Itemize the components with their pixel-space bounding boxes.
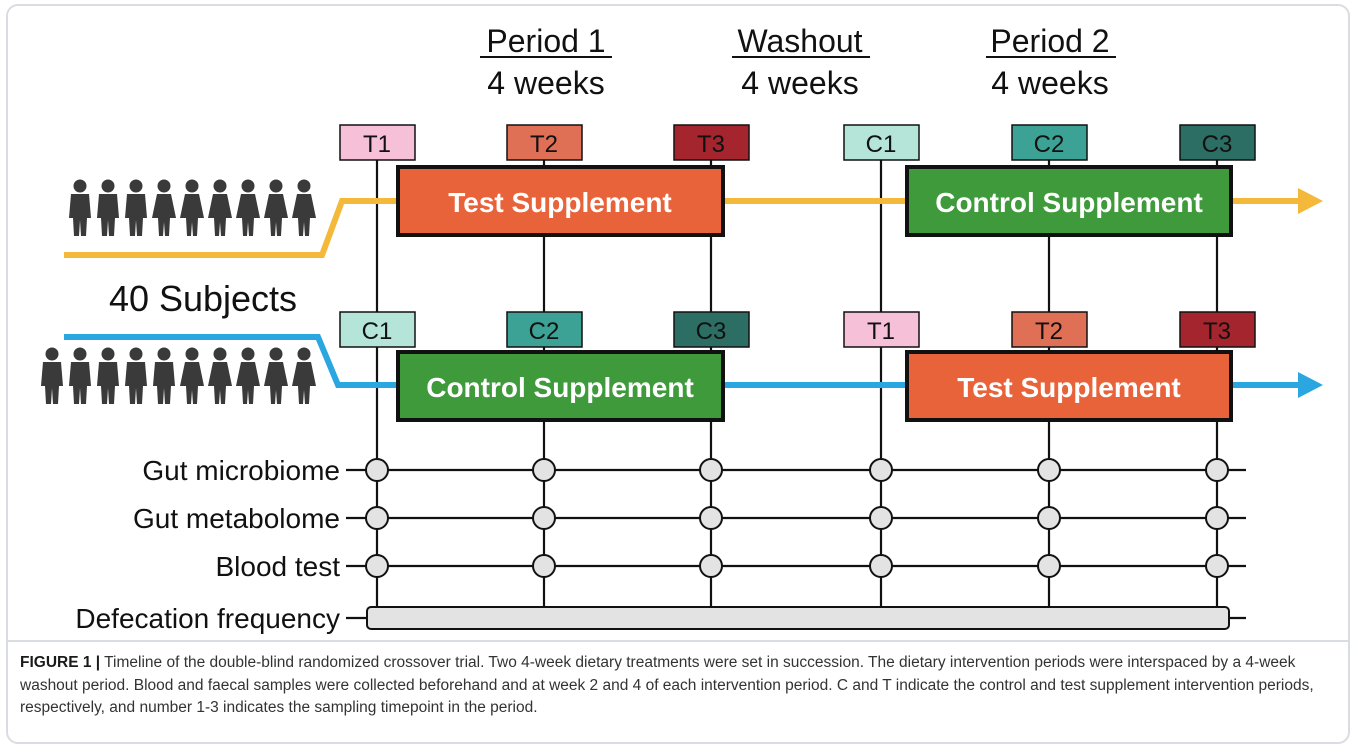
timepoint-label: C3	[696, 318, 727, 345]
measurement-lines	[346, 468, 1246, 620]
timepoint-box	[1011, 124, 1088, 161]
timepoint-label: C2	[1034, 131, 1065, 158]
arm1-flow-line	[64, 198, 1300, 258]
arrow-right-icon	[1298, 188, 1323, 214]
crossover-trial-diagram: Period 1 4 weeks Washout 4 weeks Period …	[41, 23, 1323, 634]
timepoint-box	[506, 124, 583, 161]
arrow-right-icon	[1298, 372, 1323, 398]
circle-node-icon	[365, 458, 1229, 578]
figure-caption: FIGURE 1 | Timeline of the double-blind …	[20, 652, 1330, 720]
arm2-supplement-2-label: Test Supplement	[957, 372, 1181, 403]
timepoint-box	[339, 124, 416, 161]
arm2-flow-line	[64, 334, 1300, 388]
timepoint-box	[1179, 311, 1256, 348]
measure-label-gut-metabolome: Gut metabolome	[133, 503, 340, 534]
timepoint-label: T2	[1035, 318, 1063, 345]
measurement-rows: Gut microbiome Gut metabolome Blood test…	[75, 455, 340, 634]
measure-label-blood-test: Blood test	[215, 551, 340, 582]
caption-separator	[6, 640, 1350, 642]
timepoint-box	[339, 311, 416, 348]
timepoint-box	[843, 311, 920, 348]
arm1-control-supplement-box	[905, 165, 1233, 237]
washout-title: Washout	[737, 23, 862, 59]
measure-label-defecation-frequency: Defecation frequency	[75, 603, 340, 634]
arm1-supplement-2-label: Control Supplement	[935, 187, 1203, 218]
subjects-label: 40 Subjects	[109, 278, 297, 319]
timepoint-label: C2	[529, 318, 560, 345]
period-headers: Period 1 4 weeks Washout 4 weeks Period …	[480, 23, 1116, 101]
period-2-title: Period 2	[990, 23, 1109, 59]
defecation-frequency-bar	[366, 606, 1230, 630]
arm1-supplement-1-label: Test Supplement	[448, 187, 672, 218]
arm2-timepoints: C1 C2 C3 T1 T2 T3	[339, 311, 1256, 348]
timepoint-label: T3	[697, 131, 725, 158]
person-silhouette-icon	[69, 179, 316, 236]
arm1-test-supplement-box	[396, 165, 725, 237]
washout-duration: 4 weeks	[741, 65, 858, 101]
timepoint-label: T2	[530, 131, 558, 158]
timepoint-box	[843, 124, 920, 161]
timepoint-box	[1011, 311, 1088, 348]
timepoint-box	[506, 311, 583, 348]
timepoint-label: T1	[363, 131, 391, 158]
arm2-supplement-1-label: Control Supplement	[426, 372, 694, 403]
period-2-duration: 4 weeks	[991, 65, 1108, 101]
person-silhouette-icon	[41, 347, 316, 404]
arm2-test-supplement-box	[905, 350, 1233, 422]
timepoint-label: C3	[1202, 131, 1233, 158]
timepoint-label: T1	[867, 318, 895, 345]
caption-text: Timeline of the double-blind randomized …	[20, 654, 1314, 716]
period-1-title: Period 1	[486, 23, 605, 59]
timepoint-box	[1179, 124, 1256, 161]
arm1-timepoints: T1 T2 T3 C1 C2 C3	[339, 124, 1256, 161]
measure-label-gut-microbiome: Gut microbiome	[142, 455, 340, 486]
timepoint-label: C1	[866, 131, 897, 158]
arm2-control-supplement-box	[396, 350, 725, 422]
timepoint-box	[673, 124, 750, 161]
timepoint-box	[673, 311, 750, 348]
timepoint-label: T3	[1203, 318, 1231, 345]
timepoint-label: C1	[362, 318, 393, 345]
period-1-duration: 4 weeks	[487, 65, 604, 101]
caption-label: FIGURE 1 |	[20, 654, 101, 671]
